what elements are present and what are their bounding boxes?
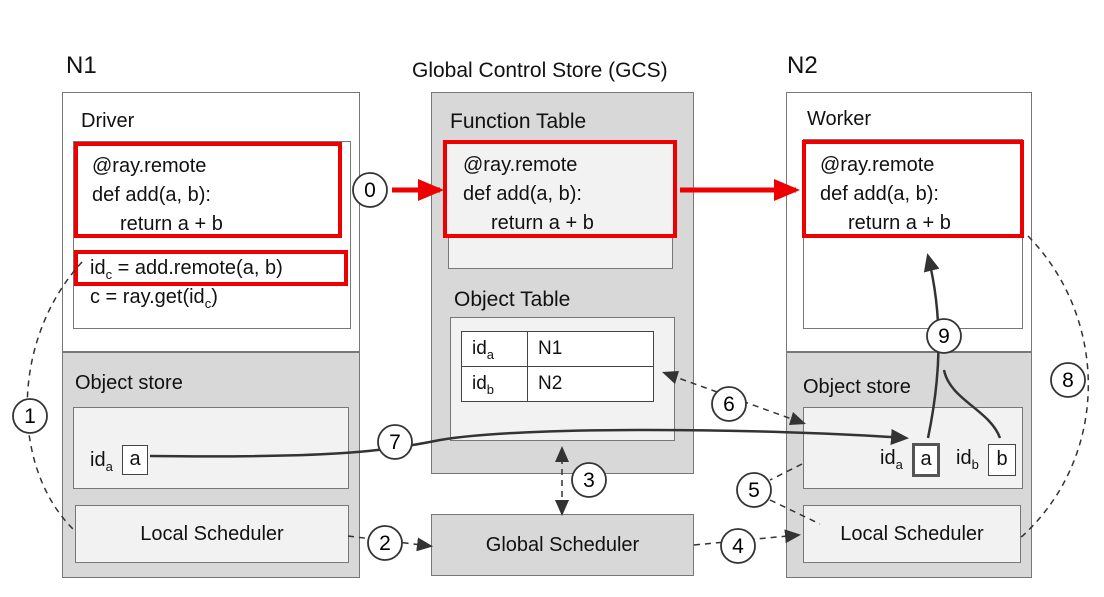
- arrow-step-1: [26, 261, 83, 533]
- code-line: @ray.remote: [92, 155, 207, 177]
- svg-text:1: 1: [24, 405, 36, 428]
- table-row: idb N2: [461, 366, 654, 402]
- object-id-text: id: [90, 449, 106, 471]
- arrow-head: [555, 500, 569, 516]
- code-line: @ray.remote: [463, 154, 578, 176]
- function-table-title: Function Table: [450, 110, 587, 133]
- driver-get-line: c = ray.get(idc): [90, 283, 218, 313]
- table-cell-node: N2: [527, 366, 654, 402]
- gcs-remote-function-box: @ray.remote def add(a, b): return a + b: [443, 140, 677, 238]
- n2-object-store-panel: Object store ida a idb b Local Scheduler: [786, 352, 1032, 578]
- worker-remote-function-box: @ray.remote def add(a, b): return a + b: [802, 140, 1024, 238]
- driver-title: Driver: [81, 110, 135, 132]
- object-id-subscript: a: [105, 459, 113, 474]
- code-subscript: c: [204, 296, 212, 311]
- n1-local-scheduler: Local Scheduler: [75, 505, 349, 563]
- arrow-head: [555, 446, 569, 462]
- svg-text:3: 3: [583, 469, 595, 492]
- object-table-area: ida N1 idb N2: [450, 317, 675, 441]
- cell-subscript: b: [486, 382, 495, 397]
- code-text: ): [211, 286, 218, 308]
- arrow-step-7: [149, 428, 909, 458]
- n1-object-store-panel: Object store ida a Local Scheduler: [62, 352, 360, 578]
- n2-local-scheduler: Local Scheduler: [803, 505, 1021, 563]
- arrow-step-8: [1017, 235, 1089, 541]
- object-id-subscript: a: [895, 457, 903, 472]
- step-circle: 9: [926, 318, 962, 354]
- step-circle: 5: [736, 472, 772, 508]
- n1-label: N1: [66, 52, 97, 79]
- n2-label: N2: [787, 52, 818, 79]
- object-store-area: ida a idb b: [803, 407, 1023, 489]
- object-id-label: ida: [880, 444, 903, 474]
- code-text: id: [90, 257, 106, 279]
- global-scheduler: Global Scheduler: [431, 514, 694, 576]
- step-circle: 0: [352, 172, 388, 208]
- arrow-head: [789, 412, 806, 425]
- step-circle: 7: [377, 424, 413, 460]
- svg-text:6: 6: [723, 393, 735, 416]
- arrow-step-5b: [769, 499, 821, 525]
- arrow-step-9b: [942, 369, 1002, 439]
- svg-text:8: 8: [1062, 369, 1074, 392]
- object-id-text: id: [880, 447, 896, 469]
- object-id-text: id: [956, 447, 972, 469]
- code-line: def add(a, b):: [820, 183, 939, 205]
- object-a-box: a: [912, 443, 940, 477]
- code-subscript: c: [105, 267, 113, 282]
- object-store-area: ida a: [73, 407, 349, 489]
- svg-text:9: 9: [938, 325, 950, 348]
- object-id-label: idb: [956, 444, 979, 474]
- driver-remote-function-box: @ray.remote def add(a, b): return a + b: [74, 142, 342, 238]
- step-circle: 3: [571, 462, 607, 498]
- code-line: return a + b: [848, 212, 951, 234]
- table-cell-id: idb: [461, 366, 528, 402]
- driver-remote-call-box: idc = add.remote(a, b): [74, 250, 348, 286]
- arrow-head: [662, 371, 679, 384]
- step-circle: 2: [367, 525, 403, 561]
- cell-text: id: [472, 373, 487, 394]
- arrow-step-5: [769, 463, 803, 481]
- step-markers: 0 1 2 3 4 5 6 7 8 9: [12, 172, 1086, 564]
- gcs-title: Global Control Store (GCS): [412, 59, 668, 82]
- svg-text:2: 2: [379, 532, 391, 555]
- step-circle: 1: [12, 398, 48, 434]
- cell-text: id: [472, 338, 487, 359]
- object-store-title: Object store: [803, 376, 911, 398]
- code-text: c = ray.get(id: [90, 286, 205, 308]
- cell-subscript: a: [486, 347, 495, 362]
- code-line: return a + b: [491, 212, 594, 234]
- table-cell-id: ida: [461, 331, 528, 367]
- code-text: = add.remote(a, b): [112, 257, 283, 279]
- step-circle: 8: [1050, 362, 1086, 398]
- code-line: def add(a, b):: [92, 184, 211, 206]
- step-circle: 4: [720, 528, 756, 564]
- svg-text:5: 5: [748, 479, 760, 502]
- object-id-label: ida: [90, 446, 113, 476]
- svg-text:4: 4: [732, 535, 744, 558]
- svg-text:7: 7: [389, 431, 401, 454]
- object-a-box: a: [122, 445, 148, 475]
- object-table: ida N1 idb N2: [461, 331, 654, 402]
- code-line: return a + b: [120, 213, 223, 235]
- arrow-step-2: [347, 535, 433, 552]
- svg-text:0: 0: [364, 179, 376, 202]
- object-b-box: b: [988, 444, 1016, 476]
- object-store-title: Object store: [75, 372, 183, 394]
- step-circle: 6: [711, 386, 747, 422]
- worker-title: Worker: [807, 108, 872, 130]
- code-line: @ray.remote: [820, 154, 935, 176]
- object-id-subscript: b: [971, 457, 979, 472]
- code-line: def add(a, b):: [463, 183, 582, 205]
- object-table-title: Object Table: [454, 288, 571, 311]
